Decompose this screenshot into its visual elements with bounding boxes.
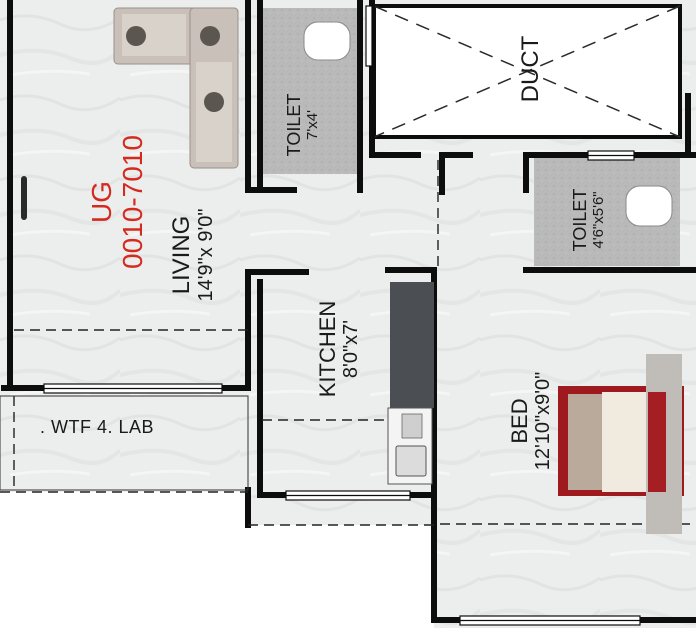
toilet-1-size: 7'x4': [304, 110, 321, 140]
duct-name: DUCT: [517, 35, 544, 103]
bed-label: BED 12'10"x9'0": [507, 351, 555, 491]
toilet-2-label: TOILET 4'6"x5'6": [570, 170, 611, 270]
toilet-2-wc-icon: [625, 185, 673, 227]
kitchen-room-name: KITCHEN: [315, 300, 340, 398]
duct-label: DUCT: [517, 27, 545, 111]
wtf-lab-label: . WTF 4. LAB: [40, 417, 155, 437]
living-room-name: LIVING: [168, 215, 195, 295]
wtf-lab-area: [0, 395, 249, 491]
living-room-size: 14'9"x 9'0": [195, 208, 217, 302]
toilet-1-wc-icon: [303, 21, 351, 61]
bed-icon: [558, 354, 684, 534]
toilet-2-size: 4'6"x5'6": [590, 191, 607, 249]
bed-room-name: BED: [507, 398, 532, 444]
kitchen-label: KITCHEN 8'0"x7': [315, 289, 363, 409]
windows: [43, 5, 641, 626]
exterior-area-2: [248, 525, 434, 628]
unit-code-line1: UG: [86, 181, 117, 223]
kitchen-room-size: 8'0"x7': [340, 319, 362, 379]
toilet-1-label: TOILET 7'x4': [284, 83, 323, 167]
living-label: LIVING 14'9"x 9'0": [168, 180, 217, 330]
toilet-2-name: TOILET: [570, 188, 590, 252]
bed-room-size: 12'10"x9'0": [532, 371, 554, 471]
door-handle-icon: [21, 176, 27, 220]
unit-code: UG 0010-7010: [86, 117, 148, 287]
toilet-1-name: TOILET: [284, 93, 304, 157]
unit-code-line2: 0010-7010: [117, 135, 149, 269]
kitchen-counter: [387, 282, 434, 485]
exterior-area: [0, 492, 248, 628]
sofa-icon: [113, 7, 239, 169]
